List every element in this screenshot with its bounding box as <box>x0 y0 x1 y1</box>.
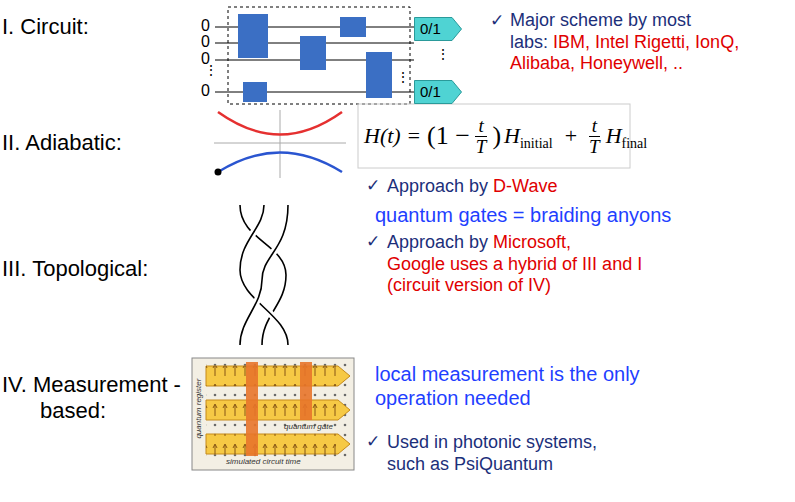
energy-plot <box>214 110 346 178</box>
formula: H(t) =(1 −tT)Hinitial+tTHfinal <box>364 108 653 164</box>
bullet-phrase: Approach by <box>387 176 488 196</box>
qubit-init: 0 <box>201 82 210 100</box>
output-outline <box>415 18 462 41</box>
output-value: 0/1 <box>414 80 462 103</box>
check-mark: ✓ <box>366 176 380 196</box>
output-outline <box>415 81 462 104</box>
bullet-phrase: Microsoft, <box>493 232 571 252</box>
illustration-label: quantum gate <box>284 422 333 431</box>
bullet-phrase: D-Wave <box>493 176 557 196</box>
formula-part: t <box>589 116 600 137</box>
formula-part: H(t) = <box>364 123 421 149</box>
qubit-init: 0 <box>201 17 210 35</box>
illustration-label: quantum register <box>194 381 203 439</box>
illustration-label: simulated circuit time <box>226 457 301 466</box>
formula-part: (1 − <box>427 121 470 151</box>
bullet-phrase: Approach by <box>387 232 488 252</box>
fraction: tT <box>473 116 490 157</box>
statement: quantum gates = braiding anyons <box>375 204 671 227</box>
bullet-phrase: Used in photonic systems, such as PsiQua… <box>387 432 597 474</box>
cluster-state <box>192 358 354 470</box>
statement: local measurement is the only operation … <box>375 362 655 410</box>
check-mark: ✓ <box>366 232 380 252</box>
formula-part: t <box>475 116 486 137</box>
output-box: 0/1 <box>414 17 462 41</box>
row-heading: III. Topological: <box>2 256 148 281</box>
output-value: 0/1 <box>414 17 462 40</box>
bullet-text: Approach byD-Wave <box>387 176 687 198</box>
ellipsis: ⋮ <box>396 69 410 85</box>
check-mark: ✓ <box>366 432 380 452</box>
formula-subscript: final <box>622 136 648 152</box>
formula-part: T <box>473 137 490 157</box>
formula-part: H <box>606 123 622 149</box>
ellipsis: ⋮ <box>436 46 450 62</box>
formula-subscript: initial <box>520 136 553 152</box>
bullet-phrase: Google uses a hybrid of III and I (circu… <box>387 254 687 297</box>
check-mark: ✓ <box>490 11 504 31</box>
formula-frame <box>358 104 630 168</box>
ellipsis: ⋮ <box>204 62 218 78</box>
bullet-text: Approach byMicrosoft,Google uses a hybri… <box>387 232 687 297</box>
bullet-text: Major scheme by most labs:IBM, Intel Rig… <box>510 10 755 75</box>
braid <box>240 205 288 345</box>
formula-part: T <box>586 137 603 157</box>
circuit <box>215 7 414 104</box>
formula-part: H <box>504 123 520 149</box>
formula-part: + <box>565 123 577 149</box>
row-heading: I. Circuit: <box>2 14 89 39</box>
bullet-text: Used in photonic systems, such as PsiQua… <box>387 432 617 475</box>
output-box: 0/1 <box>414 80 462 104</box>
fraction: tT <box>586 116 603 157</box>
row-heading: IV. Measurement -based: <box>2 372 190 425</box>
qubit-init: 0 <box>201 33 210 51</box>
formula-part: ) <box>492 121 501 151</box>
row-heading: II. Adiabatic: <box>2 130 122 155</box>
